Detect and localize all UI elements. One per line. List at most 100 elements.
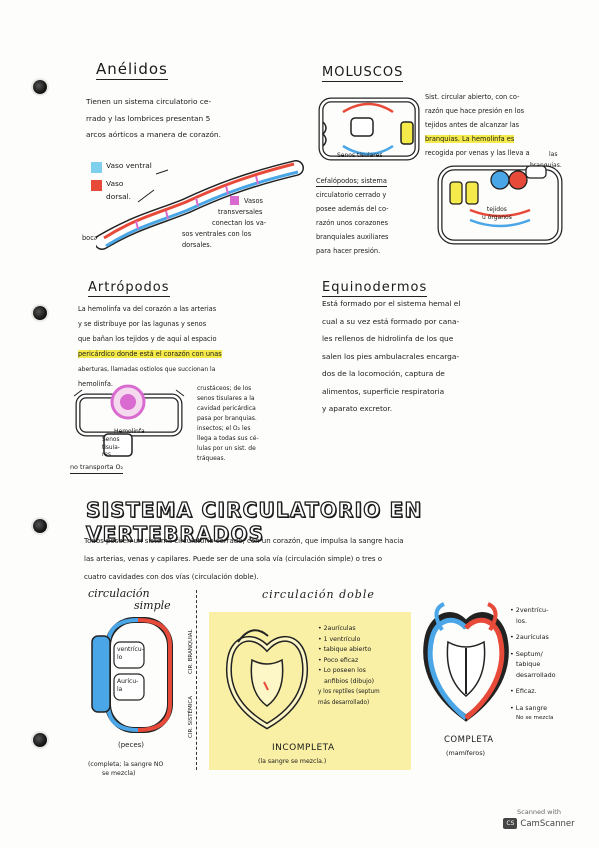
- ventriculo-line-1: ventrícu-: [117, 646, 144, 653]
- peces-note: (completa; la sangre NO se mezcla): [88, 760, 163, 778]
- comp-item-3: • 2aurículas: [510, 633, 549, 641]
- moluscos-title: MOLUSCOS: [322, 65, 404, 82]
- binder-hole-1: [33, 80, 47, 94]
- anelidos-line-2: rrado y las lombrices presentan 5: [86, 113, 211, 123]
- senos-line-2: tisula-: [102, 444, 120, 451]
- comp-item-1: • 2ventrícu-: [510, 606, 549, 614]
- cefalo-line-3: posee además del co-: [316, 205, 389, 213]
- completa-sub: (mamíferos): [446, 749, 486, 757]
- circulacion-doble-title: circulación doble: [262, 588, 375, 601]
- vasos-transv-line-3: conectan los va-: [212, 219, 267, 227]
- moluscos-line-1: Sist. circular abierto, con co-: [425, 93, 520, 101]
- hemolinfa-label: Hemolinfa: [114, 428, 145, 435]
- cefalo-line-4: razón unos corazones: [316, 219, 389, 227]
- crust-line-5: insectos; el O₂ les: [197, 425, 251, 432]
- cefalo-line-5: branquiales auxiliares: [316, 233, 389, 241]
- vaso-dorsal-line-1: Vaso: [106, 179, 124, 188]
- comp-item-6: desarrollado: [516, 670, 556, 679]
- artropodos-title: Artrópodos: [88, 280, 170, 297]
- comp-item-8: • La sangre: [510, 703, 548, 712]
- vasos-transv-line-2: transversales: [218, 208, 263, 216]
- comp-item-9: No se mezcla: [516, 715, 554, 721]
- camscanner-badge: Scanned with CS CamScanner: [493, 808, 585, 838]
- camscanner-logo-row: CS CamScanner: [493, 818, 585, 829]
- cefalo-line-6: para hacer presión.: [316, 247, 381, 255]
- vaso-dorsal-line-2: dorsal.: [106, 191, 132, 201]
- tejidos-label: tejidos u órganos: [482, 206, 512, 222]
- artropodos-line-2: y se distribuye por las lagunas y senos: [78, 320, 207, 328]
- equino-line-3: les rellenos de hidrolinfa de los que: [322, 334, 454, 343]
- equinodermos-body: Está formado por el sistema hemal el cua…: [322, 298, 584, 416]
- vert-line-1: Todos poseen un sistema circulatorio cer…: [84, 537, 404, 545]
- inc-item-5: • Lo poseen los: [318, 667, 366, 674]
- inc-item-3: • tabique abierto: [318, 646, 372, 653]
- comp-item-7: • Eficaz.: [510, 687, 537, 695]
- equino-line-1: Está formado por el sistema hemal el: [322, 299, 461, 308]
- simple-title-line-2: simple: [134, 599, 171, 612]
- senos-line-1: Senos: [102, 437, 120, 443]
- completa-label: COMPLETA: [444, 735, 494, 745]
- anelidos-title: Anélidos: [96, 60, 168, 80]
- artropodos-line-4: pericárdico donde está el corazón con un…: [78, 349, 303, 360]
- circulacion-simple-title: circulación simple: [88, 588, 171, 612]
- anelidos-line-1: Tienen un sistema circulatorio ce-: [86, 97, 212, 106]
- tejidos-line-1: tejidos: [486, 206, 507, 213]
- artropodos-hl-pericardico: pericárdico donde está el corazón con un…: [78, 350, 222, 358]
- artropodos-line-1: La hemolinfa va del corazón a las arteri…: [78, 305, 217, 313]
- crust-line-2: senos tisulares a la: [197, 395, 255, 402]
- incompleta-sub: (la sangre se mezcla.): [258, 758, 327, 765]
- inc-item-4: • Poco eficaz: [318, 656, 359, 664]
- comp-item-5: tabique: [516, 660, 541, 668]
- ventriculo-line-2: lo: [117, 654, 123, 661]
- moluscos-line-5: recogida por venas y las lleva a: [425, 149, 530, 157]
- tejidos-line-2: u órganos: [482, 214, 512, 221]
- crust-line-4: pasa por branquias.: [197, 415, 257, 422]
- equino-line-4: salen los pies ambulacrales encarga-: [322, 351, 460, 361]
- legend-blue-swatch: [91, 162, 102, 173]
- vert-line-2: las arterias, venas y capilares. Puede s…: [84, 555, 383, 563]
- inc-item-2: • 1 ventrículo: [318, 635, 361, 643]
- vertebrados-title: SISTEMA CIRCULATORIO EN VERTEBRADOS: [85, 497, 423, 546]
- inc-item-7: y los reptiles (septum: [318, 689, 380, 695]
- simple-title-line-1: circulación: [88, 587, 150, 600]
- anelidos-line-3: arcos aórticos a manera de corazón.: [86, 130, 221, 139]
- vasos-transv-line-4: sos ventrales con los: [182, 230, 252, 238]
- legend-red-swatch: [91, 180, 102, 191]
- camscanner-logo-icon: CS: [503, 818, 518, 829]
- artropodos-line-6: hemolinfa.: [78, 380, 113, 388]
- crustaceos-insectos-text: crustáceos; de los senos tisulares a la …: [197, 384, 312, 464]
- moluscos-line-4: branquias. La hemolinfa es: [425, 134, 583, 145]
- binder-hole-3: [33, 519, 47, 533]
- worm-diagram: [96, 160, 304, 250]
- no-transporta-label: no transporta O₂: [70, 462, 124, 474]
- equinodermos-title: Equinodermos: [322, 280, 428, 297]
- camscanner-label: CamScanner: [520, 818, 575, 829]
- crust-line-3: cavidad pericárdica: [197, 405, 256, 412]
- dashed-separator: [196, 590, 197, 770]
- auricula-line-1: Aurícu-: [117, 678, 139, 685]
- vasos-transv-line-5: dorsales.: [182, 241, 212, 249]
- cir-branquial-label: CIR. BRANQUIAL: [188, 629, 194, 674]
- scanned-with-label: Scanned with: [517, 808, 561, 816]
- inc-item-8: más desarrollado): [318, 699, 370, 706]
- ventriculo-label: ventrícu- lo: [117, 646, 144, 662]
- completa-list: • 2ventrícu- los. • 2aurículas • Septum/…: [510, 605, 590, 724]
- moluscos-line-6: las: [549, 151, 558, 158]
- senos-line-3: res: [102, 452, 111, 458]
- vaso-ventral-label: Vaso ventral: [106, 161, 152, 170]
- cir-sistemica-label: CIR. SISTÉMICA: [188, 696, 194, 738]
- completa-heart-diagram: [423, 602, 509, 722]
- artropodos-senos-label: Senos tisula- res: [102, 437, 120, 460]
- artropodos-diagram: [73, 384, 185, 457]
- inc-item-1: • 2aurículas: [318, 625, 356, 632]
- crust-line-8: tráqueas.: [197, 455, 226, 462]
- peces-label: (peces): [118, 741, 145, 749]
- equino-line-5: dos de la locomoción, captura de: [322, 369, 445, 378]
- binder-hole-2: [33, 306, 47, 320]
- incompleta-list: • 2aurículas • 1 ventrículo • tabique ab…: [318, 624, 410, 708]
- moluscos-line-3: tejidos antes de alcanzar las: [425, 121, 520, 129]
- artropodos-line-3: que bañan los tejidos y de aquí al espac…: [78, 335, 217, 343]
- equino-line-7: y aparato excretor.: [322, 404, 393, 413]
- vertebrados-body: Todos poseen un sistema circulatorio cer…: [84, 535, 584, 583]
- simple-circulation-diagram: [91, 617, 173, 733]
